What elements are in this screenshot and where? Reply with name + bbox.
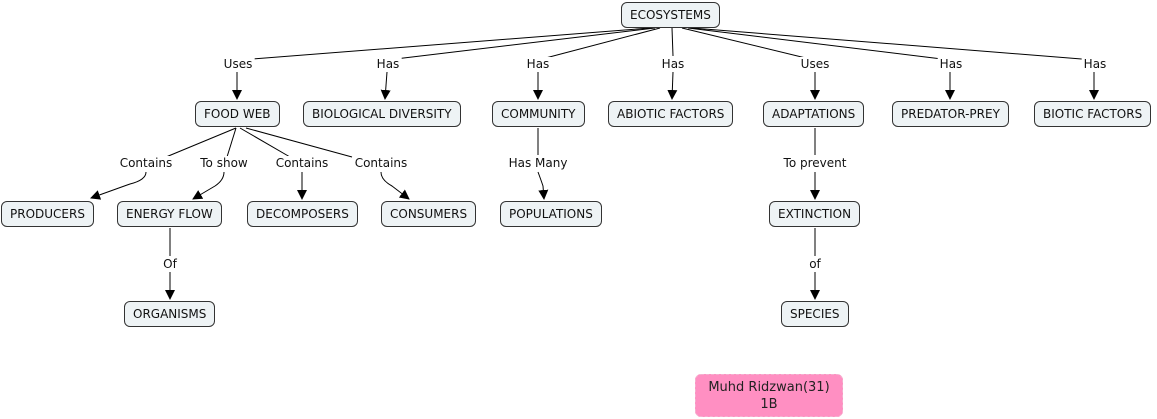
edge-line: [386, 27, 656, 61]
node-producers[interactable]: PRODUCERS: [1, 201, 94, 227]
node-extinction[interactable]: EXTINCTION: [769, 201, 861, 227]
author-note: Muhd Ridzwan(31) 1B: [695, 374, 843, 417]
node-community[interactable]: COMMUNITY: [492, 101, 585, 127]
author-name: Muhd Ridzwan(31): [708, 380, 830, 395]
node-consumers[interactable]: CONSUMERS: [381, 201, 477, 227]
node-populations[interactable]: POPULATIONS: [500, 201, 602, 227]
node-biological-diversity[interactable]: BIOLOGICAL DIVERSITY: [303, 101, 461, 127]
edge-line: [537, 27, 661, 61]
edge-line: [691, 27, 1095, 61]
node-biotic-factors[interactable]: BIOTIC FACTORS: [1034, 101, 1152, 127]
node-predator-prey[interactable]: PREDATOR-PREY: [892, 101, 1009, 127]
node-food-web[interactable]: FOOD WEB: [195, 101, 280, 127]
link-label: Contains: [273, 156, 331, 170]
link-label: To prevent: [781, 156, 849, 170]
link-label: Has: [374, 57, 402, 71]
node-abiotic-factors[interactable]: ABIOTIC FACTORS: [608, 101, 734, 127]
link-label: Contains: [117, 156, 175, 170]
link-label: Contains: [352, 156, 410, 170]
link-label: Has: [524, 57, 552, 71]
edge-line: [681, 27, 815, 61]
link-label: Uses: [221, 57, 255, 71]
edge-line: [671, 27, 674, 57]
link-label: Uses: [798, 57, 832, 71]
node-species[interactable]: SPECIES: [781, 301, 849, 327]
edge-line: [239, 27, 651, 61]
node-decomposers[interactable]: DECOMPOSERS: [247, 201, 358, 227]
link-label: of: [807, 257, 823, 271]
link-label: To show: [198, 156, 250, 170]
author-class: 1B: [760, 397, 778, 412]
node-adaptations[interactable]: ADAPTATIONS: [763, 101, 865, 127]
link-label: Has: [937, 57, 965, 71]
link-label: Has Many: [506, 156, 570, 170]
link-label: Has: [659, 57, 687, 71]
node-organisms[interactable]: ORGANISMS: [124, 301, 216, 327]
link-label: Of: [161, 257, 179, 271]
edge-line: [687, 27, 951, 61]
node-ecosystems[interactable]: ECOSYSTEMS: [621, 2, 720, 28]
link-label: Has: [1081, 57, 1109, 71]
node-energy-flow[interactable]: ENERGY FLOW: [117, 201, 222, 227]
